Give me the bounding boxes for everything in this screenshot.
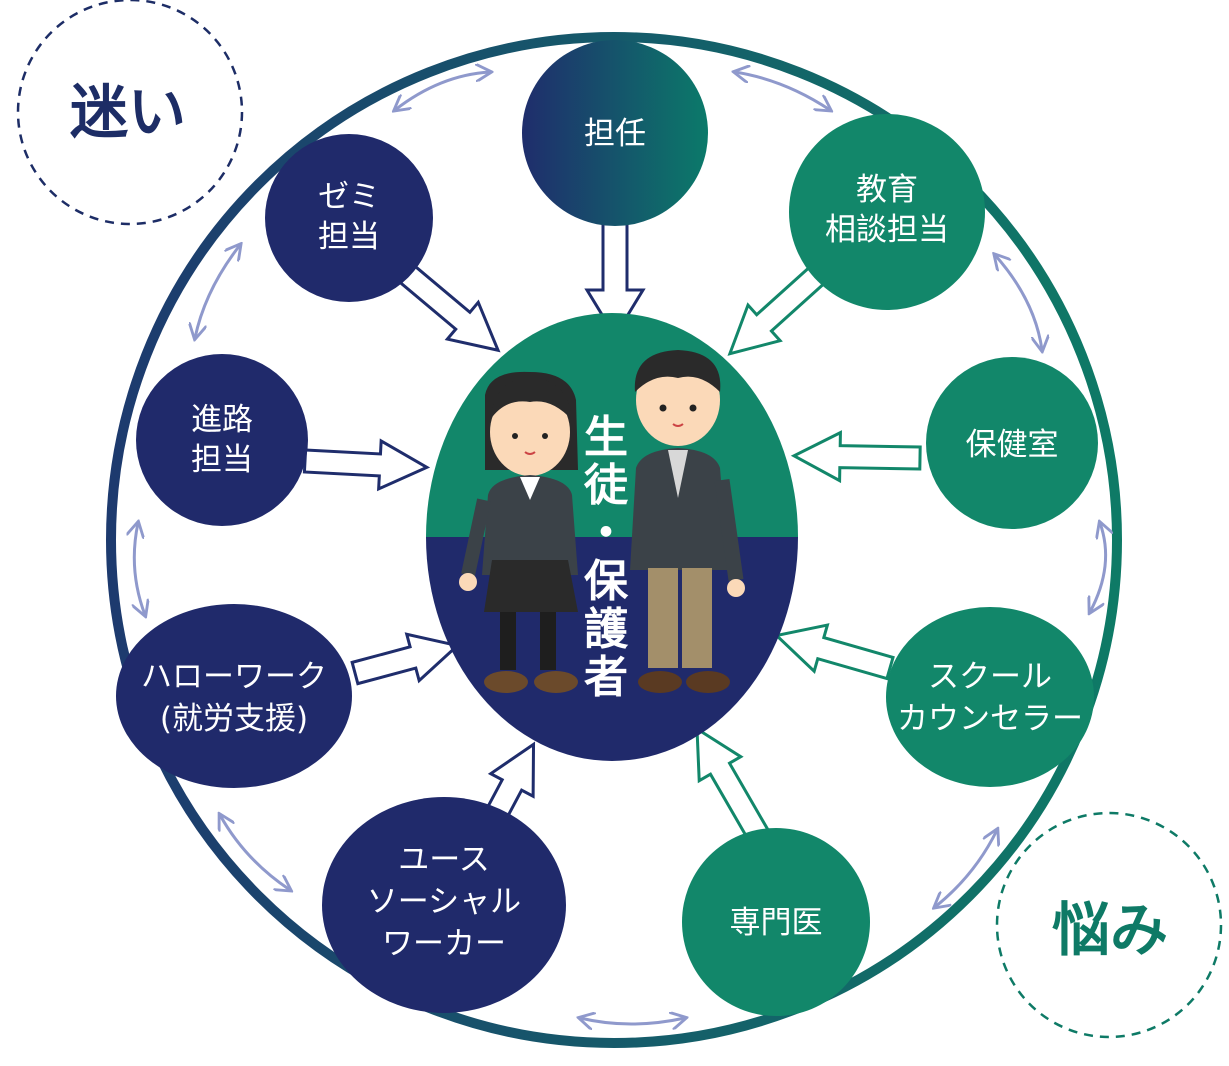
flow-arrow — [773, 623, 895, 681]
girl-student-figure — [459, 371, 578, 693]
node-hellowork — [116, 604, 352, 788]
boy-student-figure — [630, 350, 745, 693]
connector-arrow — [995, 255, 1042, 350]
corner-label-mayoi: 迷い — [70, 78, 186, 146]
node-label-line: ハローワーク — [141, 659, 327, 695]
connector-arrow — [735, 72, 830, 110]
node-kyoiku — [789, 114, 985, 310]
outer-ring — [106, 32, 1122, 1048]
flow-arrow — [790, 430, 922, 484]
center-label-char: 者 — [584, 652, 628, 703]
node-hokenshitsu — [926, 357, 1098, 529]
node-label-line: ワーカー — [382, 926, 506, 962]
flow-arrow — [695, 726, 772, 846]
node-label-tannin: 担任 — [584, 116, 646, 152]
node-label-line: スクール — [928, 659, 1052, 695]
node-counselor — [886, 607, 1094, 787]
center-label-char: 生 — [584, 412, 628, 463]
center-label-char: ・ — [584, 508, 628, 559]
node-label-line: (就労支援) — [160, 701, 308, 737]
top-left-dashed-circle — [16, 0, 244, 226]
center-label-char: 徒 — [583, 460, 629, 511]
connector-arrow — [935, 830, 997, 907]
connector-arrow — [1090, 523, 1106, 612]
node-label-line: 相談担当 — [825, 212, 949, 248]
node-label-line: カウンセラー — [897, 701, 1083, 737]
center-label: 生 徒 ・ 保 護 者 — [583, 412, 629, 703]
node-label-line: ソーシャル — [367, 884, 521, 920]
node-senmoni — [682, 828, 870, 1016]
center-label-char: 護 — [584, 604, 629, 655]
node-zemi — [265, 134, 433, 302]
connector-arrows — [134, 72, 1105, 1024]
node-label-line: 専門医 — [730, 905, 823, 941]
flow-arrow — [302, 438, 431, 492]
connector-arrow — [395, 72, 490, 110]
node-label-line: 教育 — [856, 172, 918, 208]
connector-arrow — [580, 1018, 685, 1024]
center-label-char: 保 — [584, 556, 629, 607]
flow-arrow — [390, 257, 501, 353]
node-label-line: 保健室 — [966, 427, 1059, 463]
connector-arrow — [220, 815, 290, 890]
flow-arrow — [584, 216, 646, 339]
corner-label-nayami: 悩み — [1052, 896, 1168, 964]
node-shinro — [136, 354, 308, 526]
flow-arrow — [350, 632, 461, 686]
node-label-line: 担当 — [191, 442, 253, 478]
node-label-line: 担当 — [318, 219, 380, 255]
connector-arrow — [195, 245, 240, 338]
node-youth — [322, 797, 566, 1013]
node-label-line: ゼミ — [318, 179, 380, 215]
node-label-line: 進路 — [191, 402, 253, 438]
connector-arrow — [134, 523, 145, 615]
node-label-line: ユース — [398, 842, 489, 878]
bottom-right-dashed-circle — [995, 811, 1223, 1039]
node-tannin — [522, 40, 708, 226]
